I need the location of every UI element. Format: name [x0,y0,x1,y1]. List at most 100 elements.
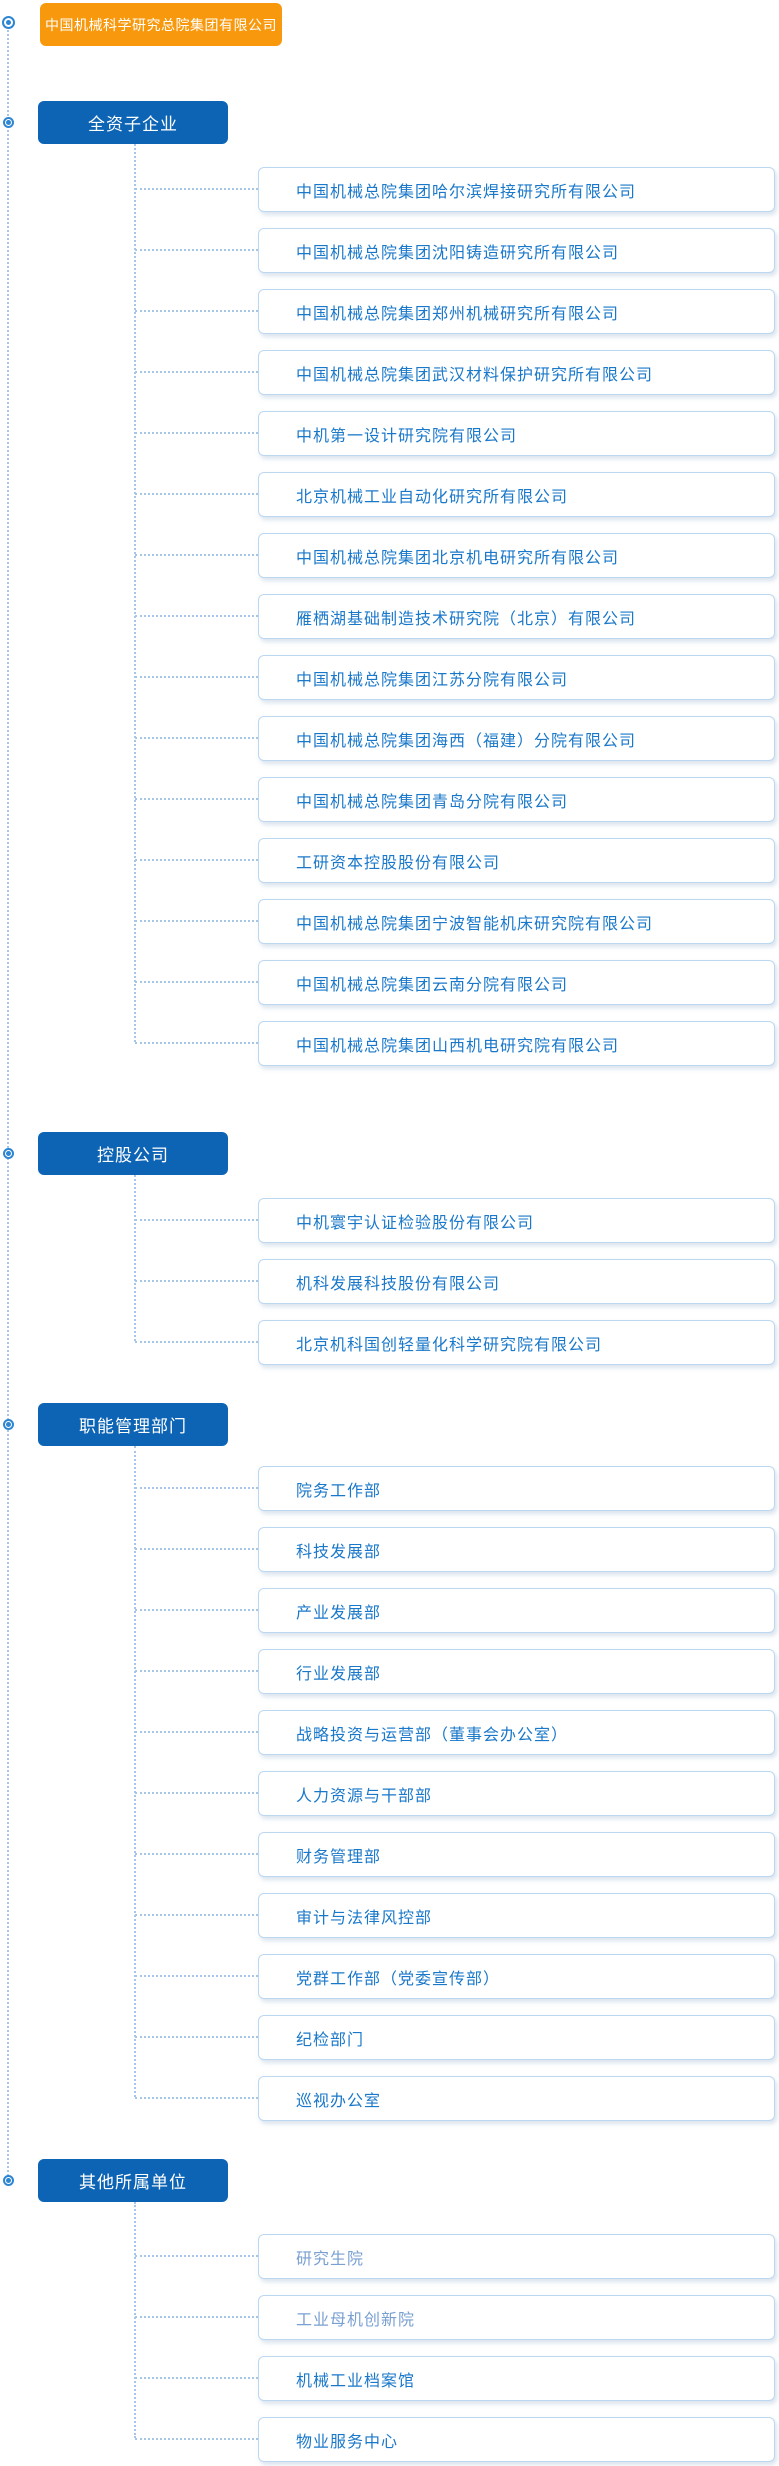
item-branch-line [135,615,258,617]
org-item-node[interactable]: 行业发展部 [258,1649,775,1694]
org-item-node[interactable]: 中国机械总院集团云南分院有限公司 [258,960,775,1005]
org-item-node[interactable]: 雁栖湖基础制造技术研究院（北京）有限公司 [258,594,775,639]
org-item-label: 科技发展部 [296,1543,382,1561]
root-company-label: 中国机械科学研究总院集团有限公司 [45,16,277,33]
org-item-node[interactable]: 中国机械总院集团哈尔滨焊接研究所有限公司 [258,167,775,212]
org-item-label: 研究生院 [296,2250,365,2268]
org-item-label: 财务管理部 [296,1848,382,1866]
org-item-node[interactable]: 机械工业档案馆 [258,2356,775,2401]
item-branch-line [135,310,258,312]
item-branch-line [135,1548,258,1550]
root-node-bullet-icon [2,16,15,29]
section-header-0[interactable]: 全资子企业 [38,101,228,144]
org-item-node[interactable]: 纪检部门 [258,2015,775,2060]
section-connector-line [134,144,136,1042]
root-company-node[interactable]: 中国机械科学研究总院集团有限公司 [40,3,282,46]
org-item-node[interactable]: 北京机械工业自动化研究所有限公司 [258,472,775,517]
org-item-node[interactable]: 人力资源与干部部 [258,1771,775,1816]
org-item-node[interactable]: 产业发展部 [258,1588,775,1633]
item-branch-line [135,981,258,983]
section-header-label: 职能管理部门 [79,1417,187,1436]
section-connector-line [134,1446,136,2097]
item-branch-line [135,737,258,739]
bullet-dot-icon [6,1151,11,1156]
bullet-dot-icon [6,1422,11,1427]
org-item-label: 中国机械总院集团江苏分院有限公司 [296,671,569,689]
item-branch-line [135,371,258,373]
item-branch-line [135,188,258,190]
section-bullet-icon [3,117,14,128]
org-item-label: 院务工作部 [296,1482,382,1500]
org-item-node[interactable]: 巡视办公室 [258,2076,775,2121]
org-item-label: 人力资源与干部部 [296,1787,433,1805]
org-item-label: 巡视办公室 [296,2092,382,2110]
item-branch-line [135,1042,258,1044]
item-branch-line [135,1609,258,1611]
section-header-1[interactable]: 控股公司 [38,1132,228,1175]
org-item-node[interactable]: 中国机械总院集团青岛分院有限公司 [258,777,775,822]
org-item-node[interactable]: 中机第一设计研究院有限公司 [258,411,775,456]
org-item-node[interactable]: 研究生院 [258,2234,775,2279]
org-item-label: 中国机械总院集团青岛分院有限公司 [296,793,569,811]
item-branch-line [135,1975,258,1977]
item-branch-line [135,2255,258,2257]
org-item-label: 中国机械总院集团哈尔滨焊接研究所有限公司 [296,183,637,201]
org-item-node[interactable]: 审计与法律风控部 [258,1893,775,1938]
org-item-label: 党群工作部（党委宣传部） [296,1970,501,1988]
org-item-label: 纪检部门 [296,2031,365,2049]
item-branch-line [135,1731,258,1733]
section-connector-line [134,2202,136,2438]
item-branch-line [135,2316,258,2318]
section-bullet-icon [3,1419,14,1430]
item-branch-line [135,1341,258,1343]
section-header-2[interactable]: 职能管理部门 [38,1403,228,1446]
org-item-node[interactable]: 中国机械总院集团郑州机械研究所有限公司 [258,289,775,334]
tree-spine-line [7,22,9,2180]
org-item-label: 中国机械总院集团宁波智能机床研究院有限公司 [296,915,654,933]
org-item-label: 中国机械总院集团山西机电研究院有限公司 [296,1037,620,1055]
org-item-label: 中机寰宇认证检验股份有限公司 [296,1214,535,1232]
org-item-node[interactable]: 中国机械总院集团武汉材料保护研究所有限公司 [258,350,775,395]
section-header-label: 其他所属单位 [79,2173,187,2192]
org-item-label: 机科发展科技股份有限公司 [296,1275,501,1293]
org-item-node[interactable]: 中国机械总院集团宁波智能机床研究院有限公司 [258,899,775,944]
bullet-dot-icon [6,20,11,25]
org-item-node[interactable]: 工业母机创新院 [258,2295,775,2340]
org-item-node[interactable]: 工研资本控股股份有限公司 [258,838,775,883]
org-item-label: 机械工业档案馆 [296,2372,416,2390]
org-item-label: 中国机械总院集团沈阳铸造研究所有限公司 [296,244,620,262]
item-branch-line [135,1280,258,1282]
org-item-node[interactable]: 北京机科国创轻量化科学研究院有限公司 [258,1320,775,1365]
item-branch-line [135,1853,258,1855]
section-bullet-icon [3,2175,14,2186]
org-item-node[interactable]: 中国机械总院集团北京机电研究所有限公司 [258,533,775,578]
org-item-node[interactable]: 战略投资与运营部（董事会办公室） [258,1710,775,1755]
org-item-node[interactable]: 党群工作部（党委宣传部） [258,1954,775,1999]
org-item-node[interactable]: 物业服务中心 [258,2417,775,2462]
section-connector-line [134,1175,136,1341]
item-branch-line [135,798,258,800]
org-item-label: 北京机科国创轻量化科学研究院有限公司 [296,1336,603,1354]
org-item-node[interactable]: 财务管理部 [258,1832,775,1877]
org-item-label: 雁栖湖基础制造技术研究院（北京）有限公司 [296,610,637,628]
org-item-node[interactable]: 中机寰宇认证检验股份有限公司 [258,1198,775,1243]
org-item-node[interactable]: 科技发展部 [258,1527,775,1572]
org-item-label: 行业发展部 [296,1665,382,1683]
item-branch-line [135,1670,258,1672]
org-item-label: 中国机械总院集团北京机电研究所有限公司 [296,549,620,567]
org-item-node[interactable]: 中国机械总院集团海西（福建）分院有限公司 [258,716,775,761]
org-item-node[interactable]: 机科发展科技股份有限公司 [258,1259,775,1304]
item-branch-line [135,859,258,861]
section-header-3[interactable]: 其他所属单位 [38,2159,228,2202]
item-branch-line [135,432,258,434]
item-branch-line [135,2097,258,2099]
org-item-node[interactable]: 中国机械总院集团江苏分院有限公司 [258,655,775,700]
item-branch-line [135,249,258,251]
item-branch-line [135,1792,258,1794]
org-item-node[interactable]: 院务工作部 [258,1466,775,1511]
org-item-node[interactable]: 中国机械总院集团山西机电研究院有限公司 [258,1021,775,1066]
item-branch-line [135,1487,258,1489]
org-item-node[interactable]: 中国机械总院集团沈阳铸造研究所有限公司 [258,228,775,273]
org-item-label: 工业母机创新院 [296,2311,416,2329]
item-branch-line [135,2438,258,2440]
